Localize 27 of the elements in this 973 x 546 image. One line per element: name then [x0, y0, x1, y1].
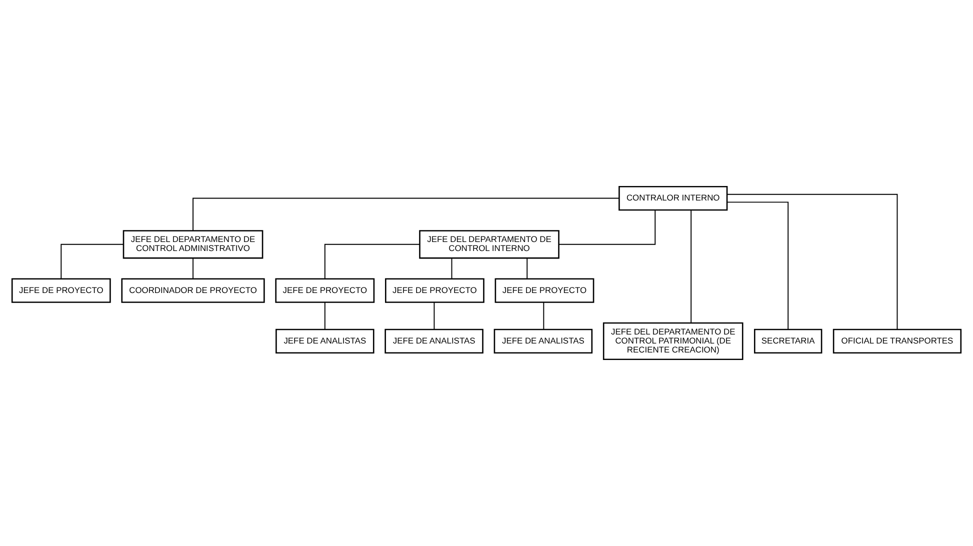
node-box: JEFE DEL DEPARTAMENTO DE CONTROL PATRIMONIAL (DE RECIENTE CREACION): [602, 322, 744, 360]
node-box: JEFE DEL DEPARTAMENTO DE CONTROL ADMINISTRATIVO: [122, 230, 264, 259]
node-box: JEFE DE ANALISTAS: [276, 328, 374, 354]
node-box: JEFE DEL DEPARTAMENTO DE CONTROL INTERNO: [419, 230, 560, 259]
connector: [558, 210, 656, 245]
node-box: JEFE DE PROYECTO: [494, 278, 594, 303]
connector: [60, 244, 124, 280]
connector: [451, 258, 452, 280]
connector: [192, 258, 194, 280]
connector: [726, 194, 898, 330]
node-box: JEFE DE PROYECTO: [11, 278, 111, 303]
connector: [726, 202, 789, 330]
node-box: JEFE DE ANALISTAS: [384, 328, 484, 354]
node-box: SECRETARIA: [754, 328, 822, 354]
connector: [324, 302, 326, 330]
node-box: JEFE DE PROYECTO: [385, 278, 484, 303]
connector: [526, 258, 528, 280]
node-box: JEFE DE PROYECTO: [275, 278, 375, 303]
node-box: JEFE DE ANALISTAS: [494, 328, 593, 354]
node-box: OFICIAL DE TRANSPORTES: [832, 328, 962, 354]
node-box: CONTRALOR INTERNO: [618, 186, 728, 211]
connector: [192, 198, 620, 232]
node-box: COORDINADOR DE PROYECTO: [121, 278, 265, 303]
connector: [543, 302, 544, 330]
connector: [690, 210, 692, 324]
connector: [324, 244, 420, 280]
connector: [434, 302, 435, 330]
